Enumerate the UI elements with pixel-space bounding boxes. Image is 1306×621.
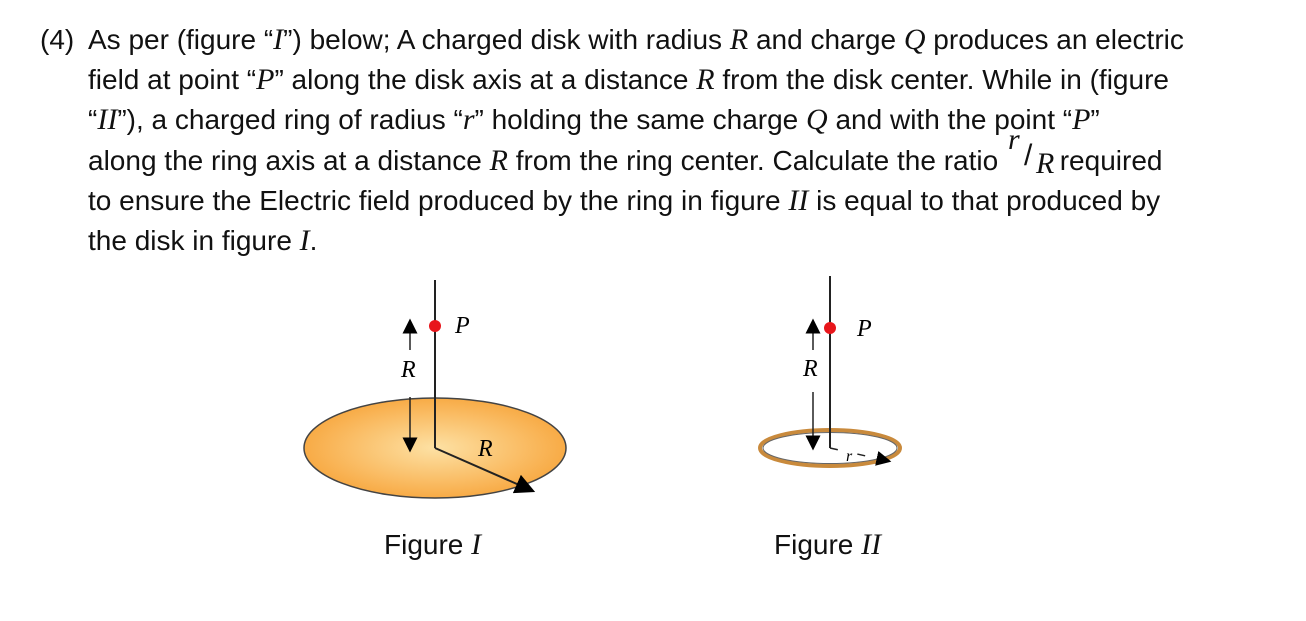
text-run: from the ring center. Calculate the rati… [507, 145, 1006, 176]
text-run: field at point “ [88, 64, 257, 95]
problem-line-4: along the ring axis at a distance R from… [40, 123, 1270, 181]
text-run: required [1051, 145, 1163, 176]
text-run: along the ring axis at a distance [88, 145, 490, 176]
problem-line-5: to ensure the Electric field produced by… [40, 181, 1270, 221]
point-p-label: P [454, 313, 470, 339]
math-symbol: Q [806, 103, 828, 136]
math-symbol: I [299, 224, 310, 257]
text-run: “ [88, 104, 98, 135]
radius-label: r [846, 448, 853, 465]
caption-text: Figure [774, 529, 862, 560]
height-label: R [802, 356, 818, 382]
figure-1-disk-diagram: P R R [303, 280, 567, 499]
problem-line-2: field at point “P” along the disk axis a… [40, 60, 1270, 100]
figure-2-ring-diagram: P R r [758, 276, 902, 468]
text-run: and with the point “ [827, 104, 1073, 135]
text-run: to ensure the Electric field produced by… [88, 185, 789, 216]
height-label: R [400, 357, 416, 383]
problem-number: (4) [40, 24, 75, 55]
caption-text: Figure [384, 529, 472, 560]
ring-radius-arrow [829, 447, 892, 466]
point-p-dot [824, 322, 836, 334]
text-run: from the disk center. While in (figure [714, 64, 1169, 95]
ratio-slash: / [1023, 139, 1033, 172]
text-run: ” holding the same charge [474, 104, 807, 135]
text-run: . [309, 225, 318, 256]
ratio-numerator: r [1007, 123, 1020, 156]
radius-label: R [477, 436, 493, 462]
ratio-r-over-R: r/R [1006, 123, 1054, 180]
figure-1-caption: Figure I [384, 528, 481, 562]
text-run: ”) below; A charged disk with radius [283, 24, 730, 55]
math-symbol: I [273, 23, 284, 56]
text-run: As per (figure “ [88, 24, 274, 55]
math-symbol: P [256, 63, 275, 96]
text-run: ”), a charged ring of radius “ [117, 104, 463, 135]
caption-roman: II [861, 528, 882, 561]
math-symbol: R [489, 144, 508, 177]
text-run: is equal to that produced by [808, 185, 1161, 216]
point-p-label: P [856, 316, 872, 342]
math-symbol: II [97, 103, 118, 136]
text-run: ” along the disk axis at a distance [274, 64, 697, 95]
problem-line-1: (4) As per (figure “I”) below; A charged … [40, 20, 1270, 60]
problem-statement: (4)As per (figure “I”) below; A charged … [40, 20, 1270, 261]
text-run: and charge [748, 24, 904, 55]
math-symbol: Q [903, 23, 926, 56]
ratio-denominator: R [1035, 147, 1055, 180]
math-symbol: r [462, 103, 475, 136]
math-symbol: R [729, 23, 749, 56]
text-run: ” [1090, 104, 1100, 135]
problem-line-3: “II”), a charged ring of radius “r” hold… [40, 100, 1270, 140]
text-run: the disk in figure [88, 225, 300, 256]
math-symbol: II [788, 184, 809, 217]
point-p-dot [429, 320, 441, 332]
math-symbol: P [1072, 103, 1091, 136]
problem-line-6: the disk in figure I. [40, 221, 1270, 261]
math-symbol: R [696, 63, 715, 96]
disk-radius-arrow [434, 447, 536, 494]
caption-roman: I [471, 528, 482, 561]
text-run: produces an electric [925, 24, 1184, 55]
figure-2-caption: Figure II [774, 528, 881, 562]
